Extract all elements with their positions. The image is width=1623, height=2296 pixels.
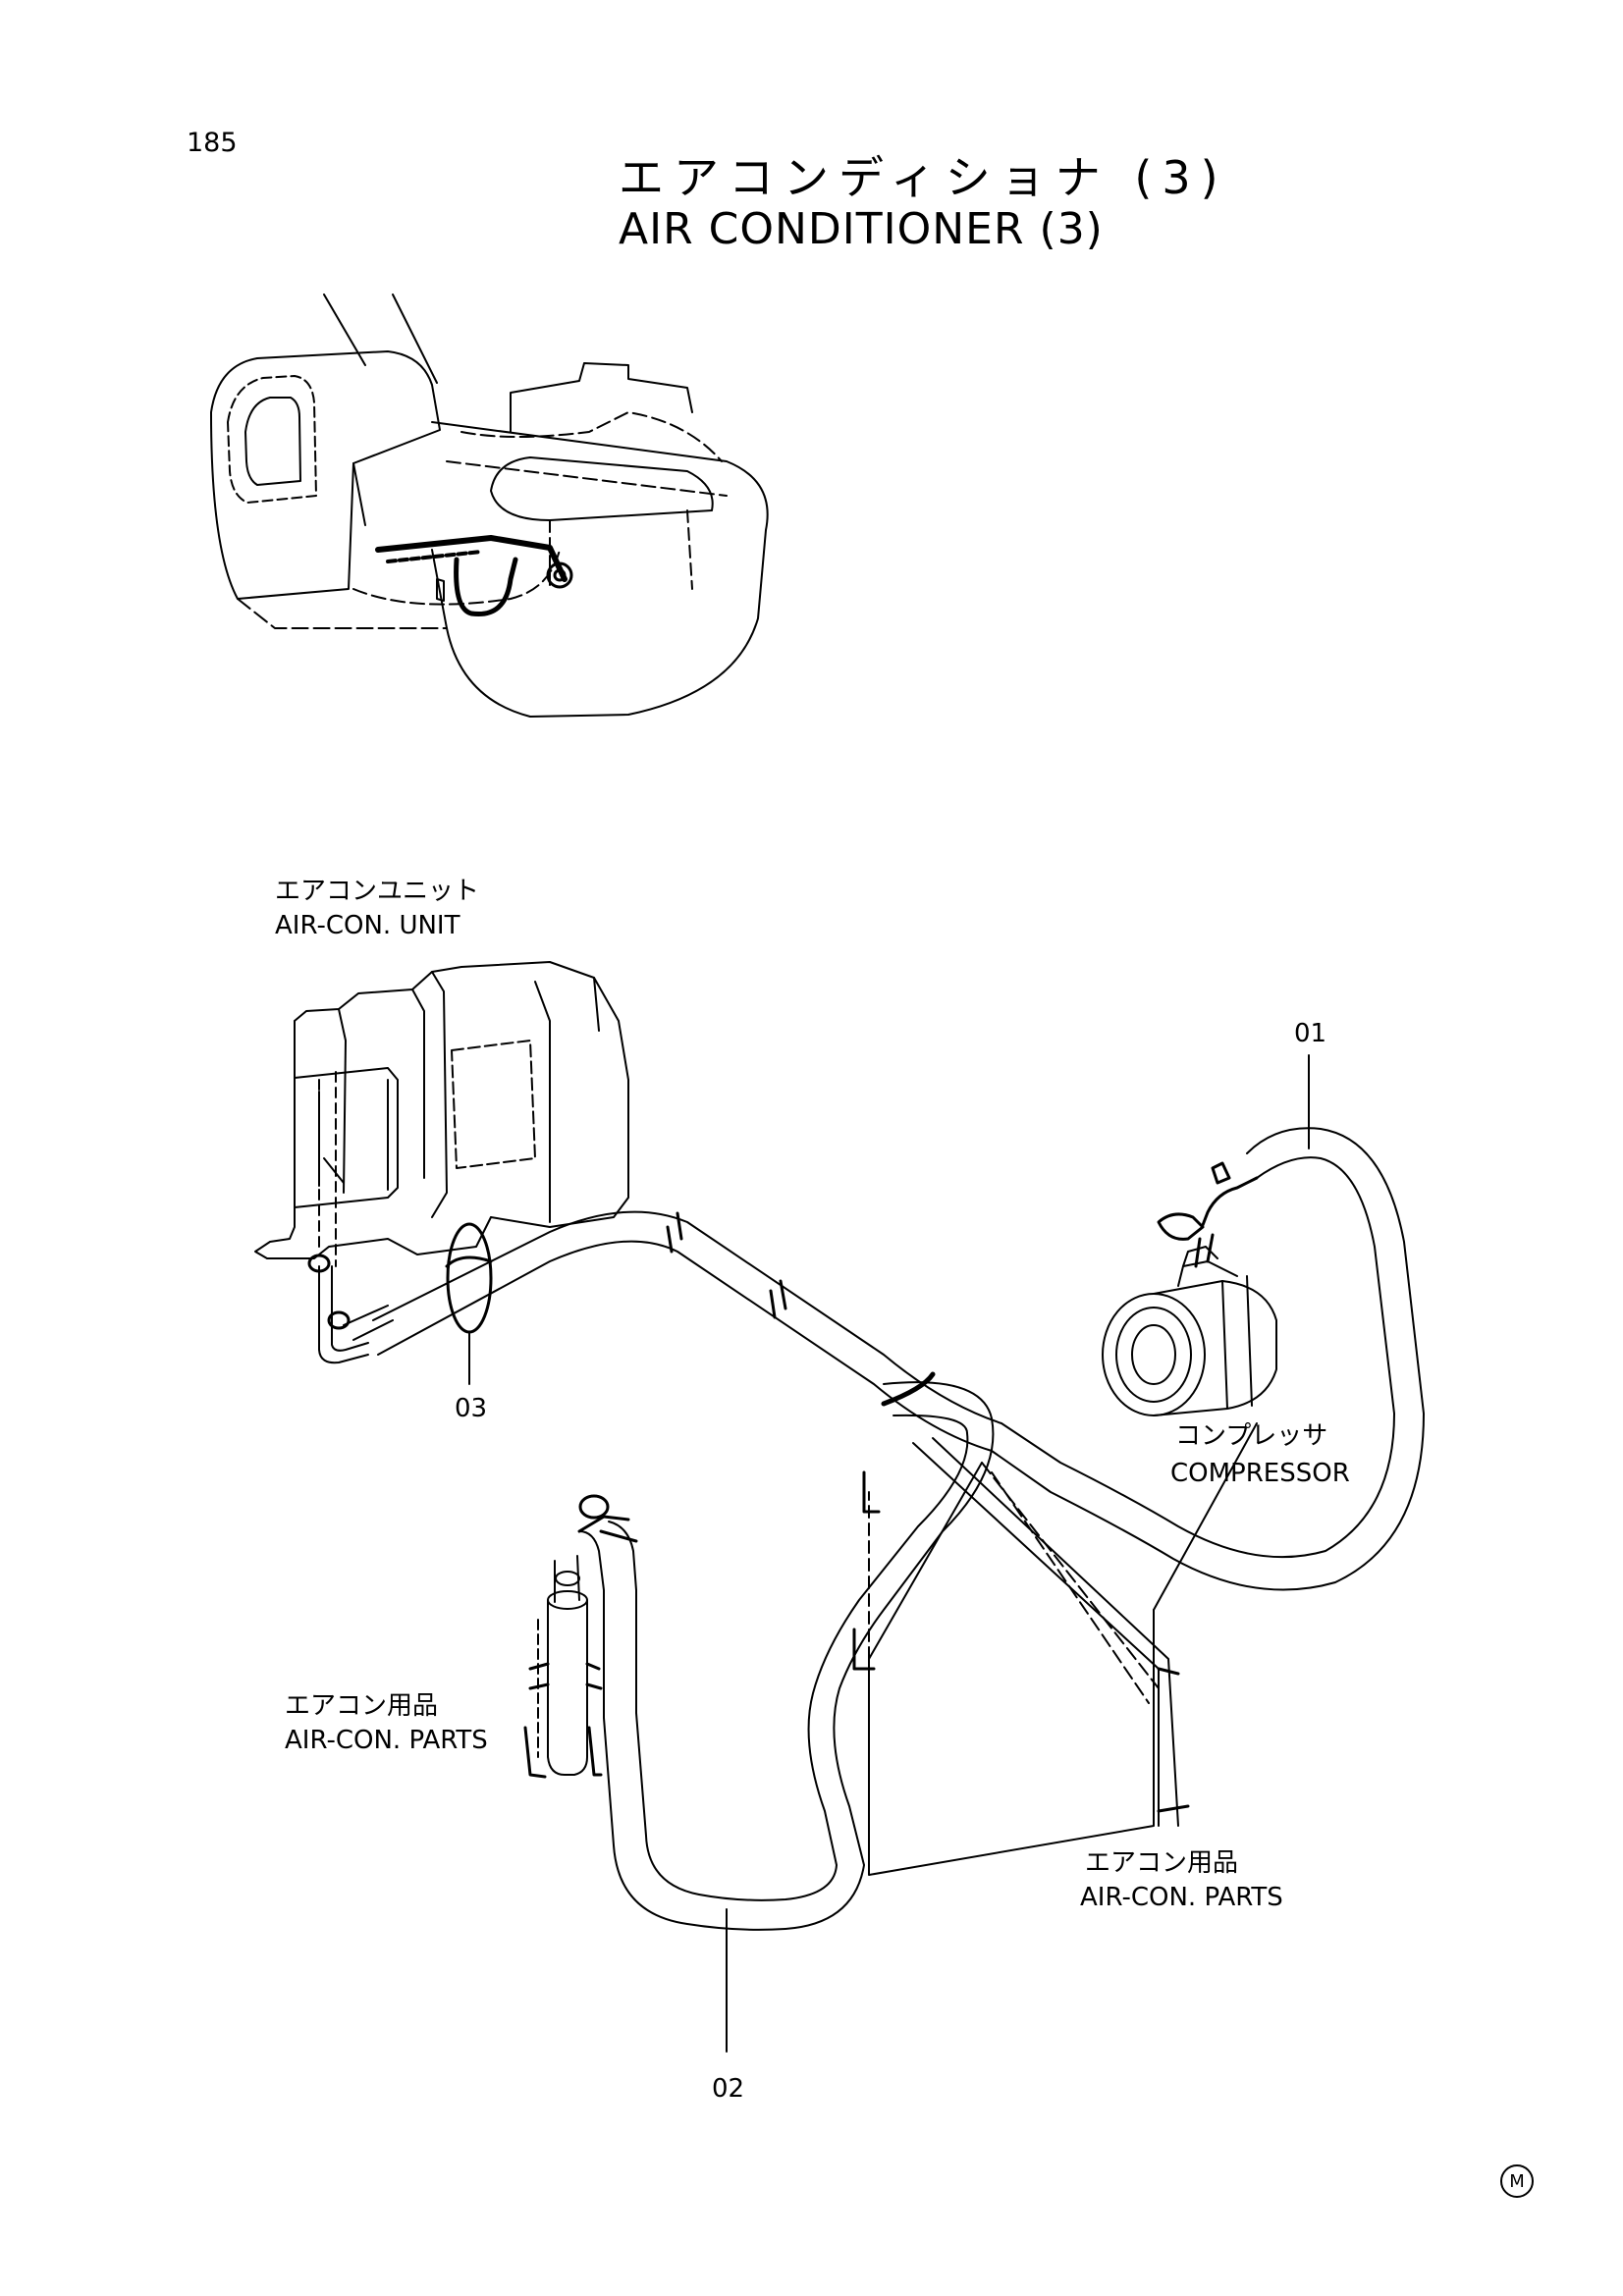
receiver-drier-drawing: [523, 1555, 603, 1779]
callout-02: 02: [712, 2074, 745, 2104]
label-compressor-ja: コンプレッサ: [1175, 1421, 1328, 1451]
title-english: AIR CONDITIONER (3): [619, 204, 1104, 254]
label-parts-condenser-en: AIR-CON. PARTS: [1080, 1883, 1283, 1912]
condenser-drawing: [852, 1422, 1258, 1876]
page-number: 185: [187, 128, 238, 158]
corner-mark-icon: M: [1500, 2164, 1534, 2198]
hose-03-drawing: [307, 1222, 493, 1364]
label-parts-receiver-ja: エアコン用品: [285, 1691, 439, 1721]
callout-01: 01: [1294, 1019, 1327, 1048]
hose-02-drawing: [577, 1381, 995, 1931]
label-parts-condenser-ja: エアコン用品: [1085, 1848, 1239, 1878]
machine-overview-drawing: [210, 294, 769, 718]
title-japanese: エアコンディショナ (3): [619, 151, 1228, 204]
callout-leaders: [468, 1054, 1310, 2053]
aircon-unit-drawing: [254, 961, 629, 1267]
callout-03: 03: [455, 1394, 488, 1423]
compressor-drawing: [1102, 1233, 1277, 1416]
label-aircon-unit-en: AIR-CON. UNIT: [275, 911, 460, 940]
hose-01-drawing: [372, 1127, 1425, 1591]
label-compressor-en: COMPRESSOR: [1170, 1459, 1350, 1488]
label-parts-receiver-en: AIR-CON. PARTS: [285, 1726, 488, 1755]
label-aircon-unit-ja: エアコンユニット: [275, 877, 480, 906]
